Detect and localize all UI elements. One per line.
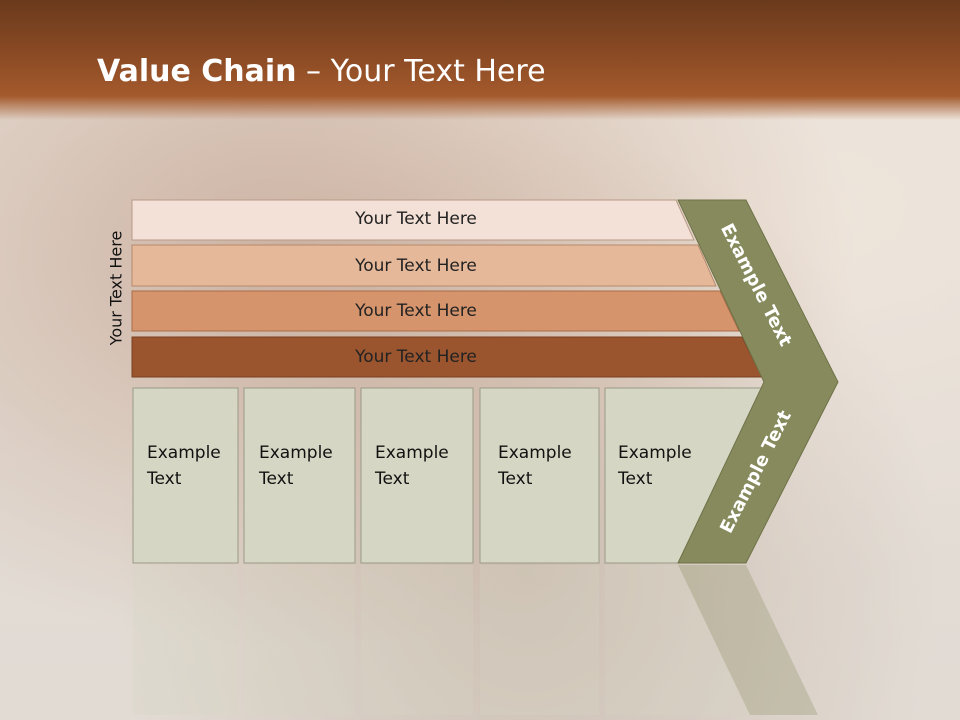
- box-2-line2: Text: [259, 469, 294, 489]
- title-band: [0, 0, 960, 120]
- box-3: [360, 387, 474, 564]
- box-4-line1: Example: [498, 443, 572, 463]
- bar-2: [131, 244, 717, 287]
- bar-2-label: Your Text Here: [355, 256, 477, 276]
- slide-title: Value Chain – Your Text Here: [97, 54, 546, 89]
- box-3-line1: Example: [375, 443, 449, 463]
- title-bold: Value Chain: [97, 54, 297, 89]
- box-5-line1: Example: [618, 443, 692, 463]
- bar-4-label: Your Text Here: [355, 347, 477, 367]
- bar-3-label: Your Text Here: [355, 301, 477, 321]
- bar-1-label: Your Text Here: [355, 209, 477, 229]
- title-rest: – Your Text Here: [296, 54, 546, 89]
- boxes-reflection: [133, 565, 818, 715]
- box-2-line1: Example: [259, 443, 333, 463]
- box-3-line2: Text: [375, 469, 410, 489]
- bar-1: [131, 199, 695, 241]
- box-5-line2: Text: [618, 469, 653, 489]
- box-1-line1: Example: [147, 443, 221, 463]
- chevron-arrow: [677, 199, 839, 564]
- box-1: [132, 387, 239, 564]
- box-4-line2: Text: [498, 469, 533, 489]
- bar-3: [131, 290, 740, 332]
- box-4: [479, 387, 600, 564]
- box-1-line2: Text: [147, 469, 182, 489]
- box-2: [243, 387, 356, 564]
